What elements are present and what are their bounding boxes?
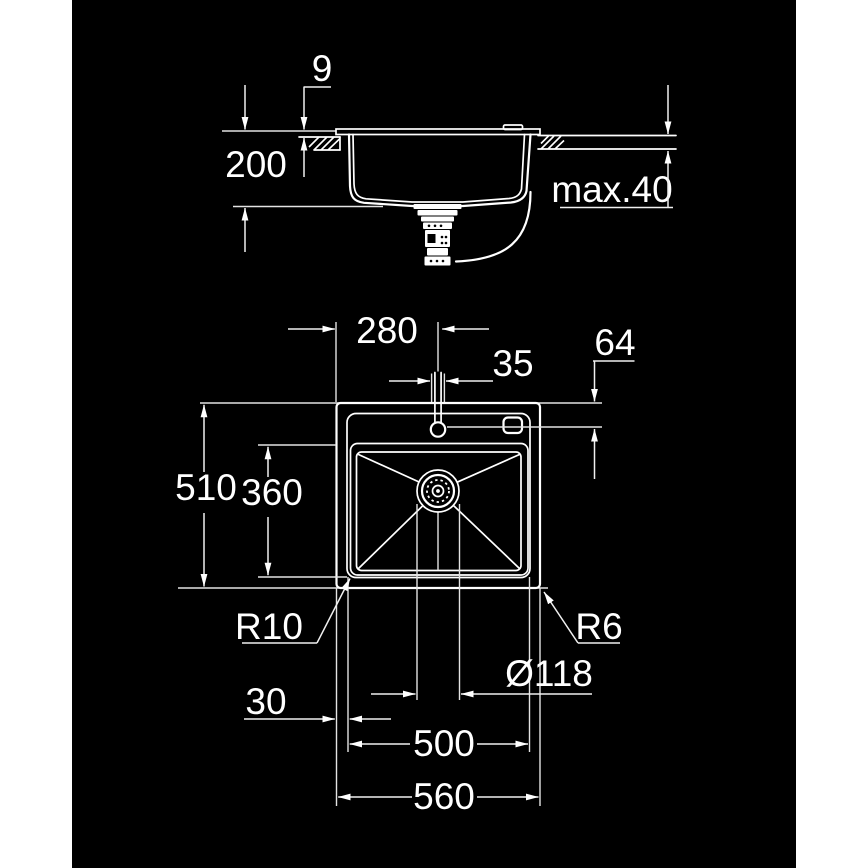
countertop-left <box>298 136 341 151</box>
bowl-inner-wall <box>352 133 526 203</box>
sink-outline <box>335 401 542 590</box>
dimension-bowl-width: 500 <box>349 723 529 764</box>
counter-hatch-left <box>308 136 341 151</box>
sink-rim-profile <box>335 128 541 136</box>
dimension-label-r6: R6 <box>575 606 622 647</box>
bowl-floor <box>355 451 522 572</box>
dimension-label-9: 9 <box>312 48 333 89</box>
rim-inner-edge <box>346 412 531 579</box>
dimension-label-r10: R10 <box>235 606 303 647</box>
faucet-hole <box>429 371 447 438</box>
dimension-label-560: 560 <box>413 776 475 817</box>
drain-icon <box>416 469 460 513</box>
dimension-label-280: 280 <box>356 310 418 351</box>
dimension-label-200: 200 <box>225 144 287 185</box>
drain-pipe-curve <box>454 190 532 263</box>
dimension-bowl-inner-depth: 360 <box>241 446 303 576</box>
countertop-right <box>537 134 677 150</box>
dimension-drain-diameter: Ø118 <box>371 653 593 698</box>
dimension-label-360: 360 <box>241 472 303 513</box>
dimension-counter-thickness: max.40 <box>551 85 673 210</box>
knob-bump-profile <box>502 124 524 131</box>
dimension-label-30: 30 <box>245 681 286 722</box>
drawing-sheet <box>72 0 796 868</box>
side-section-view: 9 200 max.40 <box>222 48 677 266</box>
dimension-bowl-inset: 30 <box>244 681 391 723</box>
dimension-knob-offset: 64 <box>591 322 636 479</box>
dimension-label-118: Ø118 <box>505 653 593 694</box>
dimension-faucet-hole: 35 <box>389 343 534 385</box>
drain-trap-assembly <box>413 204 462 266</box>
dimension-faucet-offset: 280 <box>288 310 489 351</box>
callout-rim-radius: R6 <box>543 591 623 647</box>
top-plan-view: 280 35 64 510 360 <box>175 310 635 817</box>
dimension-sink-width: 560 <box>337 776 539 817</box>
dimension-label-64: 64 <box>594 322 635 363</box>
counter-hatch-right <box>540 135 565 150</box>
bowl-slope-lines <box>357 453 521 570</box>
callout-bowl-radius: R10 <box>235 578 351 647</box>
dimension-sink-depth: 510 <box>175 404 237 587</box>
dimension-label-35: 35 <box>492 343 533 384</box>
dimension-bowl-depth: 200 <box>225 85 287 252</box>
extension-lines <box>258 322 602 806</box>
dimension-label-500: 500 <box>413 723 475 764</box>
dimension-label-max40: max.40 <box>551 169 672 210</box>
knob-square <box>502 416 524 435</box>
dimension-label-510: 510 <box>175 467 237 508</box>
bowl-opening <box>349 442 529 576</box>
dimension-rim-height: 9 <box>300 48 333 177</box>
